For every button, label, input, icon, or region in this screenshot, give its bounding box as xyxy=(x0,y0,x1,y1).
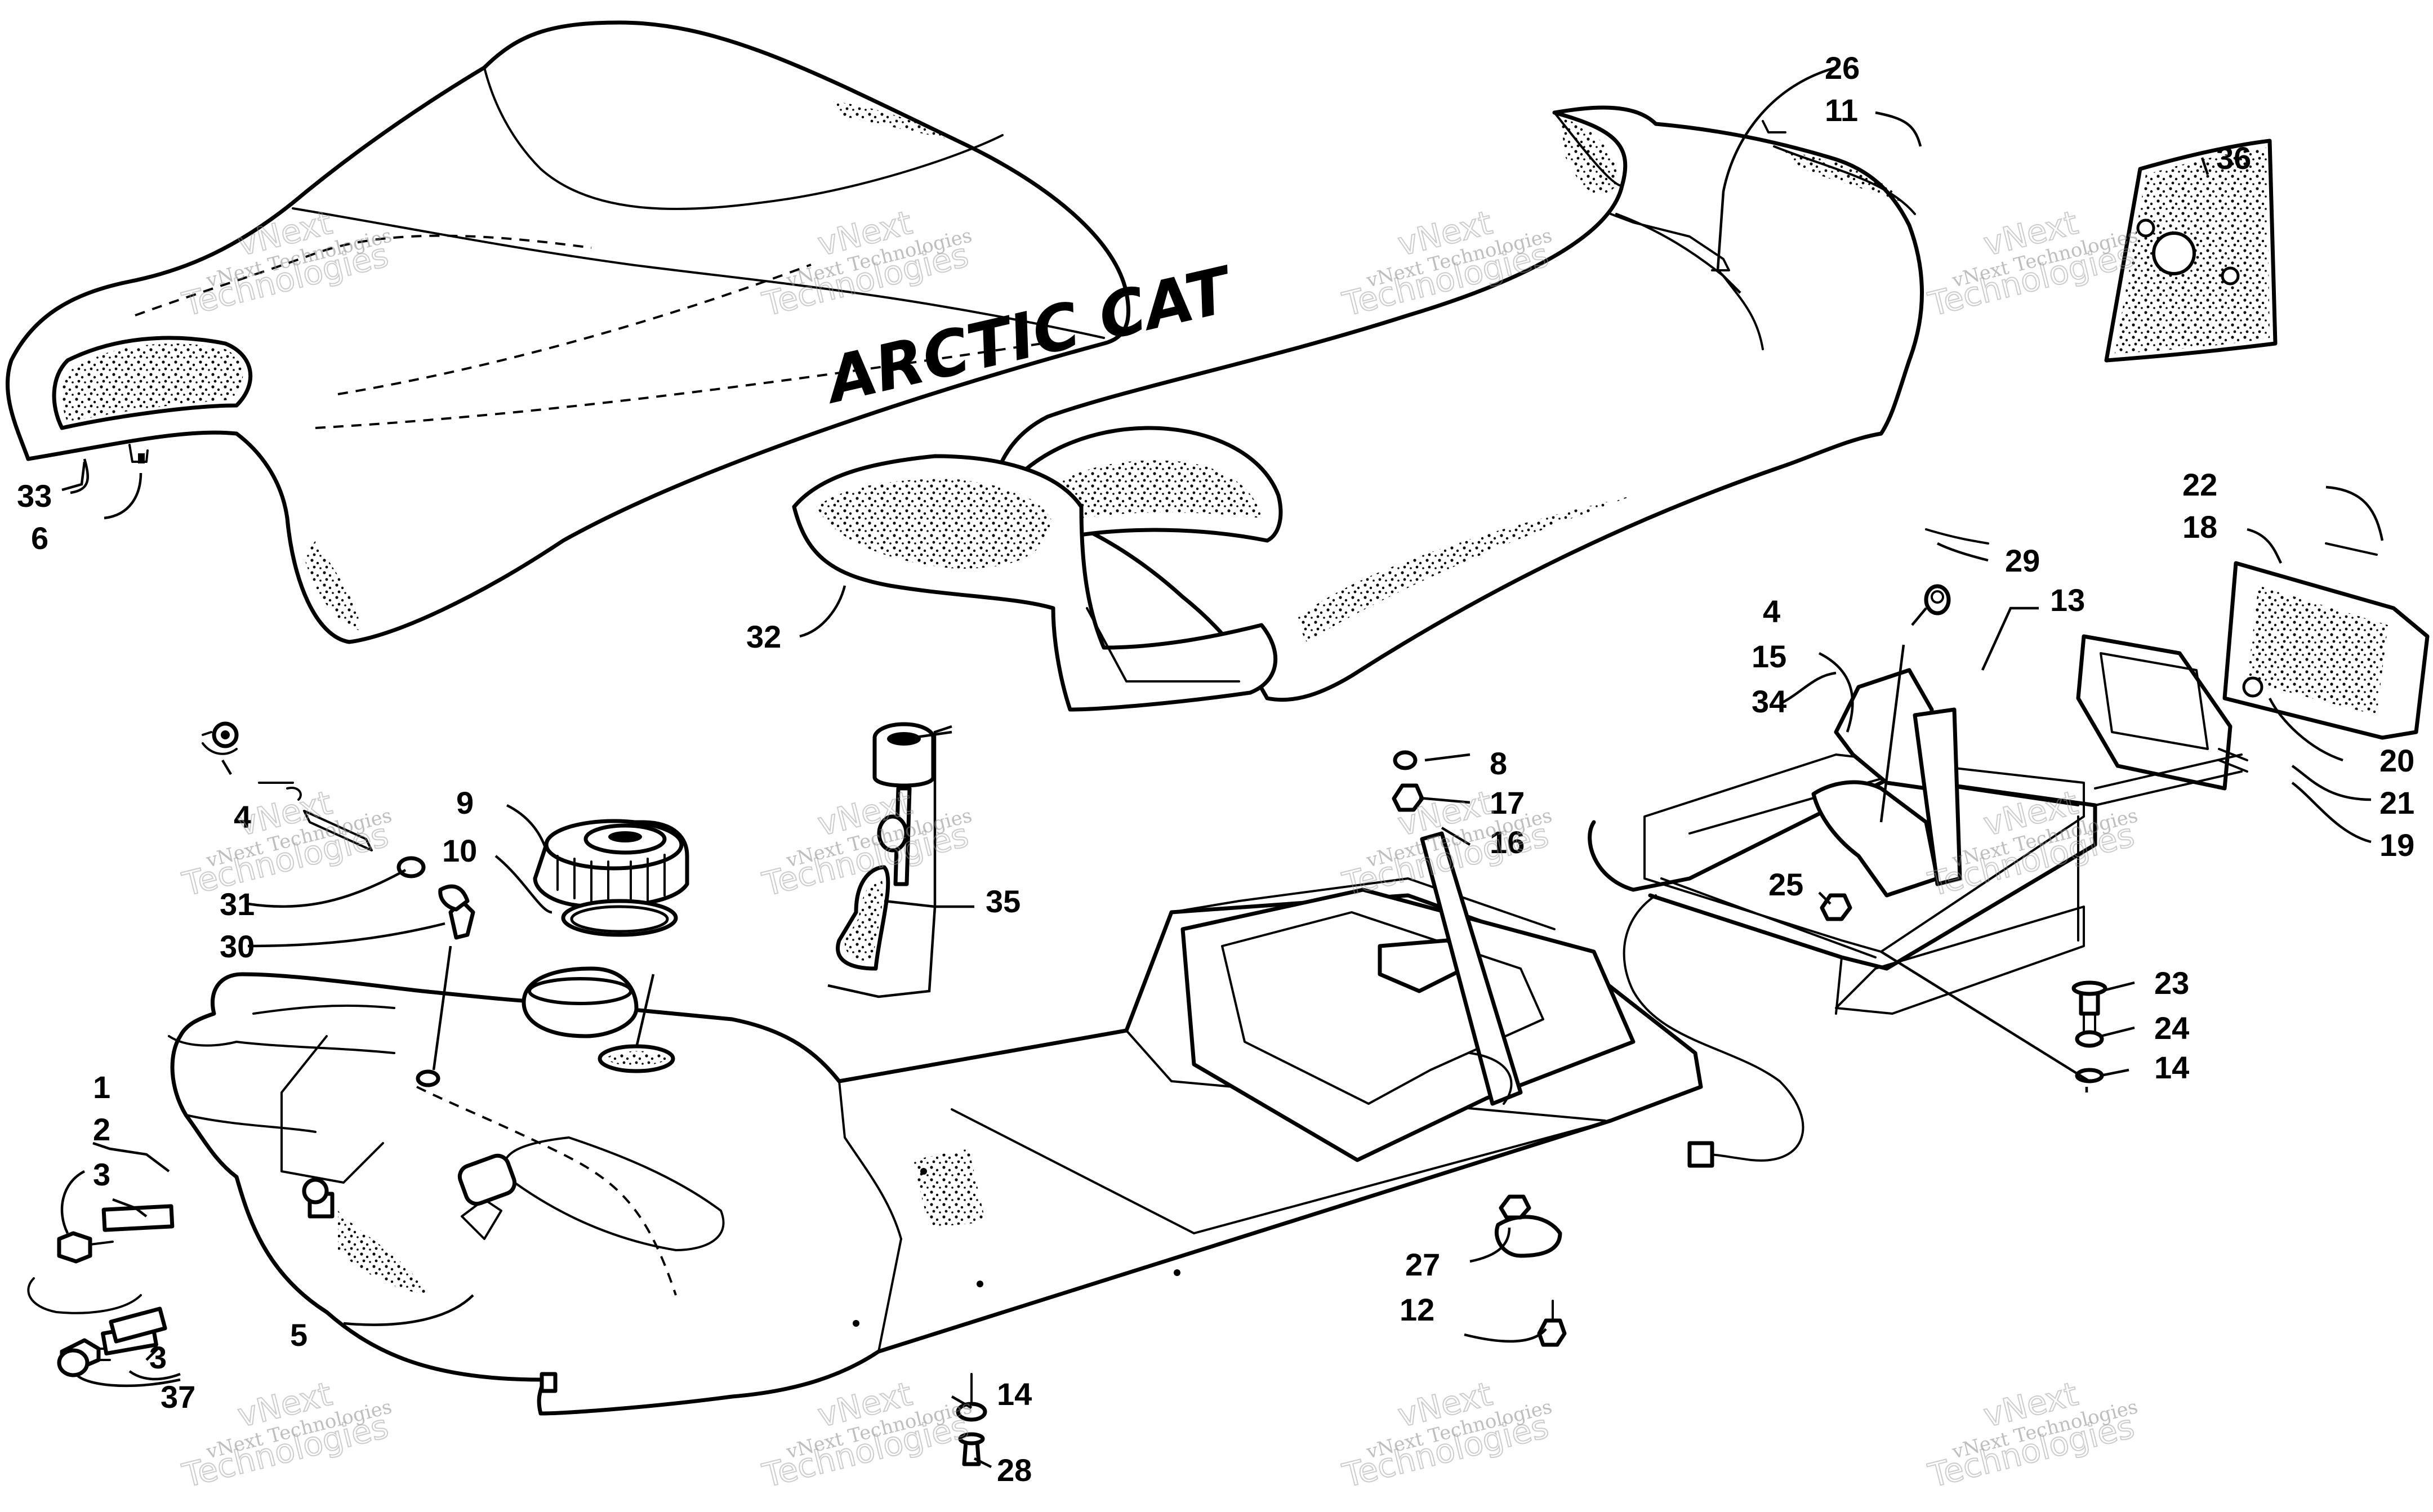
callout-33: 33 xyxy=(17,478,52,514)
callout-26: 26 xyxy=(1825,50,1860,86)
callout-24: 24 xyxy=(2154,1010,2189,1046)
callout-29: 29 xyxy=(2005,543,2040,578)
callout-8: 8 xyxy=(1490,746,1507,781)
rear-seat xyxy=(792,105,1989,712)
callout-21: 21 xyxy=(2379,785,2414,820)
callout-15: 15 xyxy=(1752,639,1786,674)
callout-4: 4 xyxy=(1763,594,1780,629)
callout-4: 4 xyxy=(234,799,251,835)
callout-13: 13 xyxy=(2050,582,2085,618)
callout-6: 6 xyxy=(31,520,48,556)
callout-9: 9 xyxy=(456,785,474,820)
callout-31: 31 xyxy=(220,886,255,922)
callout-36: 36 xyxy=(2216,140,2251,176)
callout-22: 22 xyxy=(2182,467,2217,502)
callout-20: 20 xyxy=(2379,743,2414,778)
callout-34: 34 xyxy=(1752,684,1786,719)
callout-10: 10 xyxy=(442,833,477,868)
callout-3: 3 xyxy=(93,1157,110,1192)
callout-12: 12 xyxy=(1400,1292,1434,1327)
callout-37: 37 xyxy=(161,1379,195,1415)
callout-14: 14 xyxy=(997,1376,1032,1412)
callout-18: 18 xyxy=(2182,509,2217,545)
small-parts xyxy=(27,120,2107,1466)
seat-foam-pad xyxy=(2104,139,2278,363)
callout-2: 2 xyxy=(93,1112,110,1147)
callout-35: 35 xyxy=(986,884,1021,919)
callout-28: 28 xyxy=(997,1452,1032,1488)
callouts: 1 2 3 3 4 4 5 6 8 9 10 11 12 13 14 14 15… xyxy=(17,50,2414,1488)
callout-17: 17 xyxy=(1490,785,1525,820)
taillight-assembly xyxy=(2076,542,2430,791)
fuel-tank-and-tunnel xyxy=(168,831,1703,1416)
rear-rack xyxy=(1588,668,2243,1168)
callout-14: 14 xyxy=(2154,1050,2189,1085)
callout-23: 23 xyxy=(2154,965,2189,1001)
callout-1: 1 xyxy=(93,1069,110,1105)
callout-30: 30 xyxy=(220,929,255,964)
callout-5: 5 xyxy=(290,1317,308,1353)
front-seat: ARCTIC CAT xyxy=(5,20,1241,644)
callout-27: 27 xyxy=(1405,1247,1440,1282)
callout-32: 32 xyxy=(746,619,781,654)
callout-3: 3 xyxy=(149,1340,167,1375)
callout-25: 25 xyxy=(1768,867,1803,902)
callout-19: 19 xyxy=(2379,827,2414,863)
callout-16: 16 xyxy=(1490,824,1525,860)
callout-11: 11 xyxy=(1825,92,1858,128)
